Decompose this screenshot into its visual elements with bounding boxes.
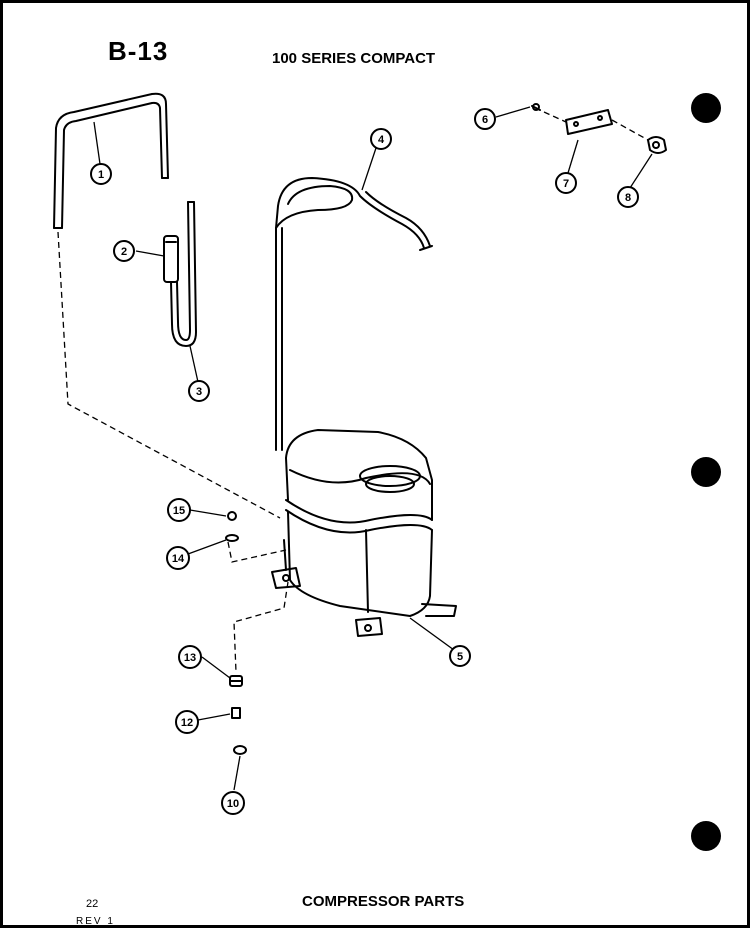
part-10-nut (233, 745, 247, 755)
part-7-bracket (565, 109, 613, 135)
footer-title: COMPRESSOR PARTS (302, 893, 465, 910)
callout-3: 3 (188, 380, 210, 402)
callout-7: 7 (555, 172, 577, 194)
part-5-compressor (271, 429, 457, 637)
svg-text:3: 3 (196, 386, 202, 398)
svg-text:1: 1 (98, 169, 104, 181)
svg-text:12: 12 (181, 717, 193, 729)
callout-12: 12 (175, 710, 199, 734)
part-14-washer (225, 534, 239, 542)
binder-hole-top (691, 93, 721, 123)
revision-label: REV 1 (76, 916, 115, 927)
series-title: 100 SERIES COMPACT (272, 50, 436, 67)
page-number: 22 (86, 898, 99, 910)
part-13-grommet (229, 675, 243, 687)
svg-text:5: 5 (457, 651, 463, 663)
svg-text:14: 14 (172, 553, 185, 565)
callout-15: 15 (167, 498, 191, 522)
callout-1: 1 (90, 163, 112, 185)
callout-6: 6 (474, 108, 496, 130)
callouts: 1 2 3 4 5 6 7 8 (90, 108, 639, 815)
svg-text:15: 15 (173, 505, 185, 517)
callout-13: 13 (178, 645, 202, 669)
part-3-j-tube (170, 201, 197, 347)
svg-text:13: 13 (184, 652, 196, 664)
svg-text:4: 4 (378, 134, 385, 146)
part-8-clip (647, 136, 667, 154)
page-code: B-13 (108, 36, 169, 66)
part-15-nut (227, 511, 237, 521)
svg-text:6: 6 (482, 114, 488, 126)
callout-2: 2 (113, 240, 135, 262)
svg-text:10: 10 (227, 798, 239, 810)
callout-10: 10 (221, 791, 245, 815)
part-4-coiled-tube (275, 177, 433, 451)
callout-8: 8 (617, 186, 639, 208)
leader-lines (93, 106, 653, 791)
svg-text:8: 8 (625, 192, 631, 204)
part-2-connector (163, 235, 179, 283)
binder-hole-middle (691, 457, 721, 487)
callout-5: 5 (449, 645, 471, 667)
part-6-screw (531, 103, 541, 111)
svg-text:2: 2 (121, 246, 127, 258)
part-12-sleeve (231, 707, 241, 719)
assembly-lines (57, 111, 649, 673)
part-1-bent-tube (53, 92, 169, 229)
svg-text:7: 7 (563, 178, 569, 190)
callout-14: 14 (166, 546, 190, 570)
callout-4: 4 (370, 128, 392, 150)
binder-hole-bottom (691, 821, 721, 851)
